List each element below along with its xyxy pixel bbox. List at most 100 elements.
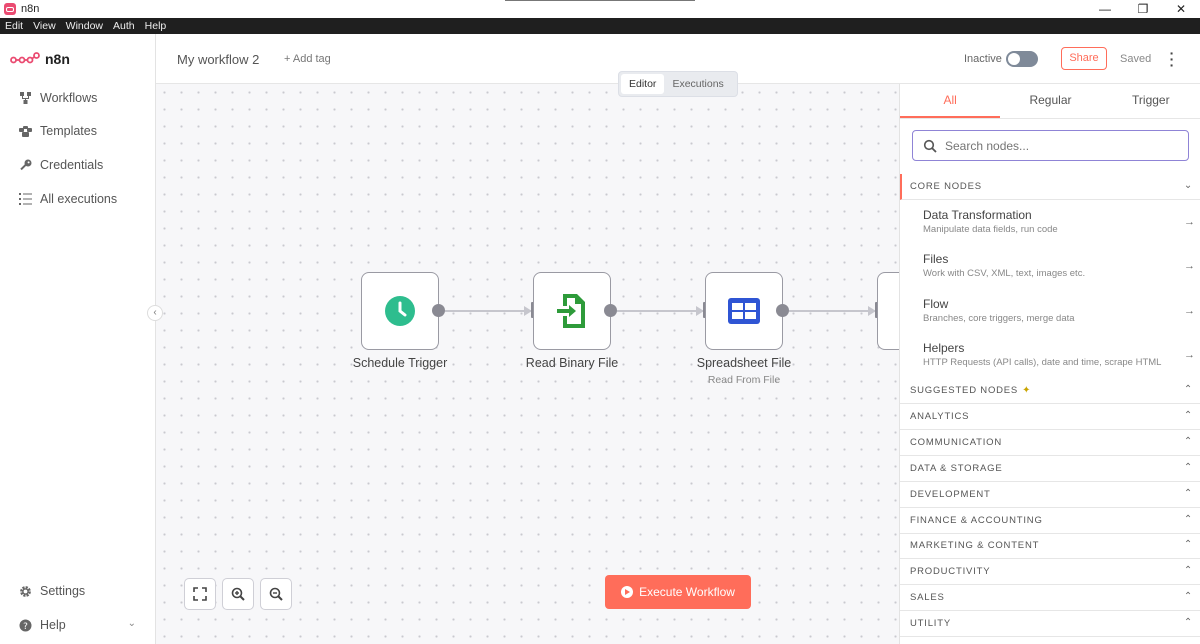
chevron-up-icon: ⌃ — [1183, 565, 1193, 576]
arrow-right-icon: → — [1184, 260, 1195, 272]
menu-auth[interactable]: Auth — [113, 20, 135, 32]
gear-icon — [18, 584, 32, 598]
list-item-flow[interactable]: Flow Branches, core triggers, merge data… — [910, 291, 1200, 336]
node-label: Read Binary File — [525, 356, 619, 370]
chevron-down-icon: ⌄ — [1183, 180, 1193, 191]
maximize-button[interactable]: ❐ — [1137, 2, 1149, 16]
sidebar: n8n Workflows Templates Credentials All … — [0, 34, 156, 644]
category-productivity[interactable]: PRODUCTIVITY ⌃ — [900, 559, 1200, 585]
search-icon — [923, 139, 937, 153]
category-label: SALES — [910, 592, 945, 603]
sidebar-item-templates[interactable]: Templates — [18, 124, 97, 138]
chevron-up-icon: ⌃ — [1183, 617, 1193, 628]
item-description: Work with CSV, XML, text, images etc. — [923, 268, 1086, 279]
item-title: Helpers — [923, 341, 965, 355]
category-marketing-content[interactable]: MARKETING & CONTENT ⌃ — [900, 533, 1200, 559]
share-button[interactable]: Share — [1061, 47, 1107, 70]
execute-workflow-button[interactable]: Execute Workflow — [605, 575, 751, 609]
node-schedule-trigger[interactable] — [361, 272, 439, 350]
category-sales[interactable]: SALES ⌃ — [900, 585, 1200, 611]
node-spreadsheet-file[interactable] — [705, 272, 783, 350]
arrow-right-icon: → — [1184, 349, 1195, 361]
workflow-name[interactable]: My workflow 2 — [177, 52, 260, 67]
sidebar-item-settings[interactable]: Settings — [18, 584, 85, 598]
item-description: Manipulate data fields, run code — [923, 224, 1058, 235]
collapse-sidebar-button[interactable]: ‹ — [147, 305, 163, 321]
brand-name: n8n — [45, 51, 70, 67]
sidebar-item-workflows[interactable]: Workflows — [18, 91, 97, 105]
zoom-in-icon — [231, 587, 245, 601]
category-label: FINANCE & ACCOUNTING — [910, 515, 1043, 526]
menu-window[interactable]: Window — [65, 20, 104, 32]
fit-view-button[interactable] — [184, 578, 216, 610]
tab-trigger[interactable]: Trigger — [1132, 93, 1170, 107]
category-utility[interactable]: UTILITY ⌃ — [900, 611, 1200, 637]
window-title: n8n — [21, 3, 40, 15]
category-core-nodes[interactable]: CORE NODES ⌄ — [900, 174, 1200, 200]
category-analytics[interactable]: ANALYTICS ⌃ — [900, 404, 1200, 430]
category-label: DEVELOPMENT — [910, 489, 991, 500]
item-description: HTTP Requests (API calls), date and time… — [923, 357, 1162, 368]
arrow-right-icon: → — [1184, 216, 1195, 228]
tab-all[interactable]: All — [900, 84, 1001, 118]
sidebar-item-all-executions[interactable]: All executions — [18, 192, 117, 206]
n8n-logo-icon — [10, 52, 40, 64]
close-button[interactable]: ✕ — [1175, 2, 1187, 16]
arrow-right-icon: → — [1184, 305, 1195, 317]
sidebar-item-credentials[interactable]: Credentials — [18, 158, 103, 172]
tab-executions[interactable]: Executions — [672, 78, 724, 90]
tab-regular[interactable]: Regular — [1029, 93, 1072, 107]
item-title: Data Transformation — [923, 208, 1032, 222]
active-toggle[interactable] — [1006, 51, 1038, 67]
node-read-binary-file[interactable] — [533, 272, 611, 350]
clock-icon — [385, 296, 415, 326]
sidebar-item-help[interactable]: ? Help ⌄ — [18, 618, 136, 632]
category-data-storage[interactable]: DATA & STORAGE ⌃ — [900, 456, 1200, 482]
tab-editor[interactable]: Editor — [621, 74, 665, 94]
output-handle[interactable] — [432, 304, 445, 317]
item-description: Branches, core triggers, merge data — [923, 313, 1075, 324]
sidebar-item-label: All executions — [40, 192, 118, 206]
menu-view[interactable]: View — [33, 20, 56, 32]
list-item-data-transformation[interactable]: Data Transformation Manipulate data fiel… — [910, 202, 1200, 247]
output-handle[interactable] — [776, 304, 789, 317]
saved-status: Saved — [1120, 53, 1152, 65]
category-development[interactable]: DEVELOPMENT ⌃ — [900, 482, 1200, 508]
search-box — [912, 130, 1189, 161]
brand-logo[interactable]: n8n — [10, 51, 70, 67]
chevron-up-icon: ⌃ — [1183, 591, 1193, 602]
add-tag-button[interactable]: + Add tag — [284, 53, 331, 65]
node-label: Spreadsheet File — [696, 356, 792, 370]
node-partial[interactable] — [877, 272, 899, 350]
category-finance-accounting[interactable]: FINANCE & ACCOUNTING ⌃ — [900, 508, 1200, 534]
category-label: CORE NODES — [910, 181, 982, 192]
chevron-up-icon: ⌃ — [1183, 488, 1193, 499]
chevron-up-icon: ⌃ — [1183, 539, 1193, 550]
chevron-up-icon: ⌃ — [1183, 384, 1193, 395]
output-handle[interactable] — [604, 304, 617, 317]
sidebar-item-label: Help — [40, 618, 66, 632]
box-icon — [18, 124, 32, 138]
chevron-left-icon: ‹ — [153, 307, 157, 318]
menu-help[interactable]: Help — [144, 20, 167, 32]
minimize-button[interactable]: — — [1099, 2, 1111, 16]
category-communication[interactable]: COMMUNICATION ⌃ — [900, 430, 1200, 456]
list-icon — [18, 192, 32, 206]
zoom-in-button[interactable] — [222, 578, 254, 610]
key-icon — [18, 158, 32, 172]
search-input[interactable] — [945, 138, 1165, 153]
list-item-helpers[interactable]: Helpers HTTP Requests (API calls), date … — [910, 335, 1200, 380]
workflow-canvas[interactable]: Schedule Trigger Read Binary File Spread… — [156, 84, 899, 644]
node-creator-panel: All Regular Trigger CORE NODES ⌄ Data Tr… — [899, 84, 1200, 644]
chevron-up-icon: ⌃ — [1183, 514, 1193, 525]
menu-bar: Edit View Window Auth Help — [0, 18, 1200, 34]
chevron-up-icon: ⌃ — [1183, 410, 1193, 421]
active-status-label: Inactive — [964, 53, 1002, 65]
menu-edit[interactable]: Edit — [5, 20, 24, 32]
more-options-icon[interactable]: ··· — [1169, 45, 1175, 73]
chevron-up-icon: ⌃ — [1183, 436, 1193, 447]
list-item-files[interactable]: Files Work with CSV, XML, text, images e… — [910, 246, 1200, 291]
connection-edge — [617, 306, 704, 316]
category-suggested-nodes[interactable]: SUGGESTED NODES ✦ ⌃ — [900, 378, 1200, 404]
zoom-out-button[interactable] — [260, 578, 292, 610]
